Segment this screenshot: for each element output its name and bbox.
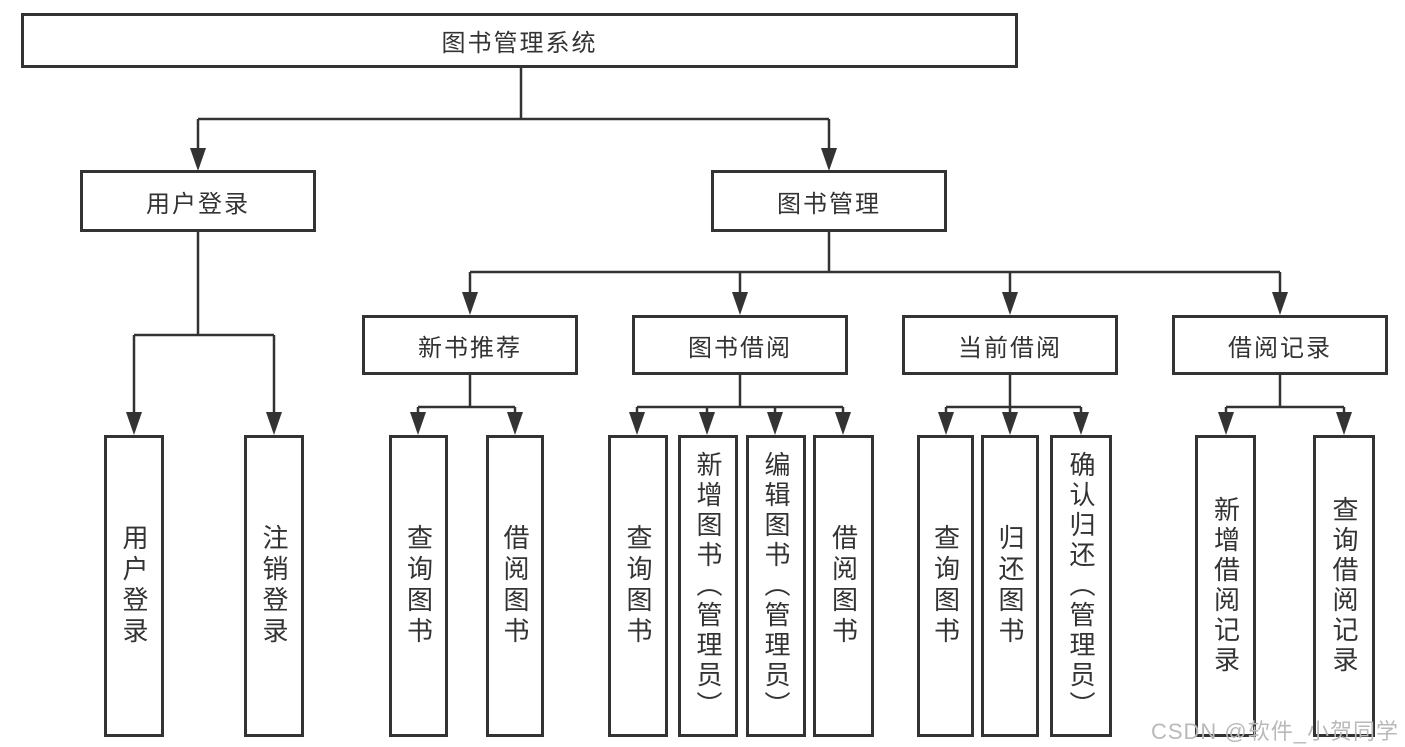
arrowhead [1002,292,1018,315]
connector-book-borrow [635,375,845,414]
leaf-query-books-3: 查询图书 [917,435,974,737]
node-new-book-recommend: 新书推荐 [362,315,578,375]
connector-current-borrow [944,375,1083,414]
leaf-add-books-admin: 新增图书（管理员） [678,435,738,737]
node-user-login: 用户登录 [80,170,316,232]
connector-user-login [132,232,276,413]
arrowhead [938,412,954,435]
leaf-logout: 注销登录 [244,435,304,737]
connector-borrow-records [1224,375,1346,414]
leaf-label: 用户登录 [119,524,149,648]
leaf-borrow-books-2: 借阅图书 [813,435,874,737]
node-root-system: 图书管理系统 [21,13,1018,68]
leaf-label: 归还图书 [995,524,1025,648]
leaf-user-login: 用户登录 [104,435,164,737]
node-book-borrow: 图书借阅 [632,315,848,375]
arrowhead [1218,412,1234,435]
connector-root [196,68,831,149]
leaf-label: 查询图书 [403,524,434,648]
node-borrow-records: 借阅记录 [1172,315,1388,375]
arrowhead [699,412,715,435]
leaf-add-borrow-record: 新增借阅记录 [1195,435,1256,737]
leaf-label: 借阅图书 [500,524,530,648]
leaf-label: 注销登录 [259,524,289,648]
arrowhead [629,412,645,435]
arrowhead [1272,292,1288,315]
leaf-label: 新增借阅记录 [1210,496,1241,676]
leaf-label: 借阅图书 [828,524,859,648]
arrowhead [462,292,478,315]
leaf-label: 新增图书（管理员） [693,451,723,721]
connector-book-management [468,232,1282,293]
leaf-edit-books-admin: 编辑图书（管理员） [746,435,806,737]
leaf-label: 查询图书 [623,524,653,648]
leaf-label: 编辑图书（管理员） [761,451,791,721]
arrowhead [1073,412,1089,435]
csdn-watermark: CSDN @软件_小贺同学 [1150,719,1399,744]
node-book-management: 图书管理 [711,170,947,232]
leaf-return-books: 归还图书 [981,435,1039,737]
leaf-label: 查询借阅记录 [1329,496,1359,676]
leaf-query-books-2: 查询图书 [608,435,668,737]
arrowhead [821,148,837,171]
leaf-label: 查询图书 [930,524,961,648]
arrowhead [767,412,783,435]
arrowhead [732,292,748,315]
node-current-borrow: 当前借阅 [902,315,1118,375]
leaf-label: 确认归还（管理员） [1066,451,1096,721]
leaf-borrow-books-1: 借阅图书 [486,435,544,737]
arrowhead [266,412,282,435]
leaf-query-books-1: 查询图书 [389,435,448,737]
arrowhead [1002,412,1018,435]
arrowhead [126,412,142,435]
arrowhead [507,412,523,435]
connector-new-book [416,375,517,414]
arrowhead [410,412,426,435]
arrowhead [1336,412,1352,435]
leaf-query-borrow-record: 查询借阅记录 [1313,435,1375,737]
arrowhead [190,148,206,171]
leaf-confirm-return-admin: 确认归还（管理员） [1050,435,1112,737]
arrowhead [835,412,851,435]
